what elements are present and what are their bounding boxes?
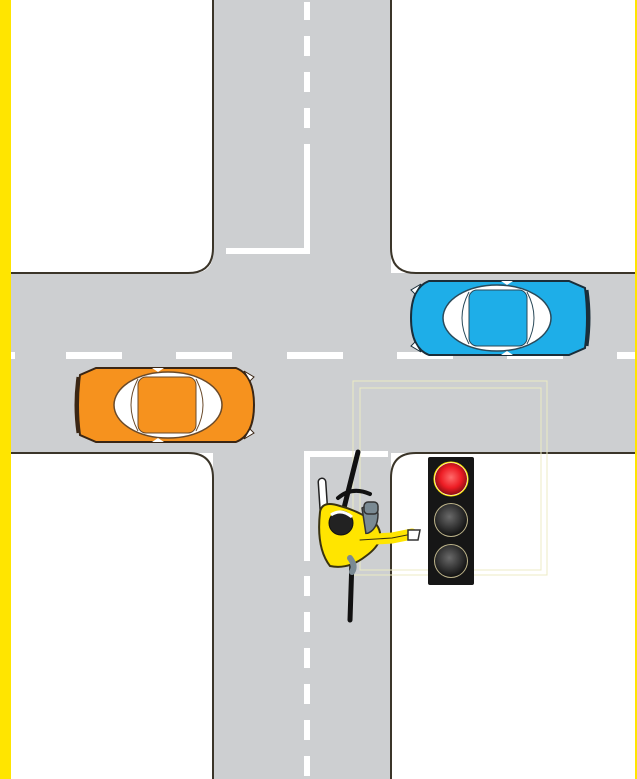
south-lane-line	[304, 451, 310, 561]
center-dash	[304, 36, 310, 56]
north-stop-line	[226, 248, 310, 254]
center-dash	[304, 684, 310, 704]
car-roof	[469, 290, 527, 346]
north-lane-line	[304, 144, 310, 254]
frame-left-strip	[0, 0, 11, 779]
center-dash	[66, 352, 122, 359]
center-dash	[304, 720, 310, 740]
curb-block-sw	[8, 453, 213, 779]
cyclist-back-shadow	[350, 558, 354, 572]
car-left-orange	[76, 368, 254, 442]
center-dash	[304, 72, 310, 92]
car-right-blue	[411, 281, 589, 355]
traffic-light	[428, 457, 474, 585]
center-dash	[304, 576, 310, 596]
center-dash	[287, 352, 343, 359]
south-stop-line	[304, 451, 388, 457]
cyclist-hand	[408, 530, 420, 540]
cyclist-shoe	[364, 502, 378, 514]
center-dash	[304, 612, 310, 632]
center-dash	[304, 648, 310, 668]
center-dash	[176, 352, 232, 359]
center-dash	[304, 108, 310, 128]
curb-block-se	[391, 453, 637, 779]
curb-block-ne	[391, 0, 637, 273]
center-dash	[304, 756, 310, 776]
center-dash	[11, 352, 15, 359]
curb-block-nw	[8, 0, 213, 273]
center-dash	[617, 352, 635, 359]
traffic-light-amber-lamp-inner	[435, 504, 467, 536]
car-roof	[138, 377, 196, 433]
center-dash	[304, 2, 310, 20]
traffic-light-red-lamp-glow	[435, 463, 467, 495]
traffic-light-green-lamp-inner	[435, 545, 467, 577]
